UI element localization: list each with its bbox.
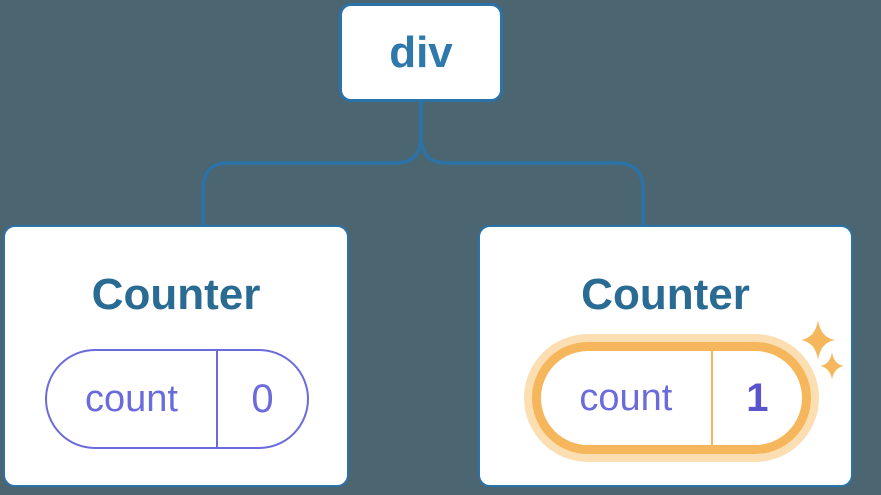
state-value-section: 1 bbox=[710, 351, 802, 445]
state-pill: count 0 bbox=[45, 349, 309, 449]
state-value-section: 0 bbox=[216, 351, 307, 447]
root-node: div bbox=[339, 3, 503, 102]
state-value: 0 bbox=[251, 377, 274, 421]
state-key-section: count bbox=[47, 351, 216, 447]
root-node-label: div bbox=[389, 27, 453, 77]
component-title: Counter bbox=[91, 270, 261, 319]
connector-right-branch bbox=[419, 100, 645, 225]
sparkle-small bbox=[820, 352, 844, 380]
state-key-section: count bbox=[541, 351, 711, 445]
state-pill-highlighted: count 1 bbox=[532, 342, 811, 454]
state-key-label: count bbox=[85, 378, 178, 420]
sparkle-large bbox=[801, 320, 835, 360]
component-title: Counter bbox=[581, 270, 750, 319]
sparkles-icon bbox=[801, 320, 844, 380]
state-key-label: count bbox=[579, 377, 673, 419]
connector-left-branch bbox=[201, 100, 423, 225]
counter-card-right: Counter count 1 bbox=[478, 225, 853, 487]
counter-card-left: Counter count 0 bbox=[3, 225, 349, 487]
state-value-updated: 1 bbox=[746, 376, 769, 420]
